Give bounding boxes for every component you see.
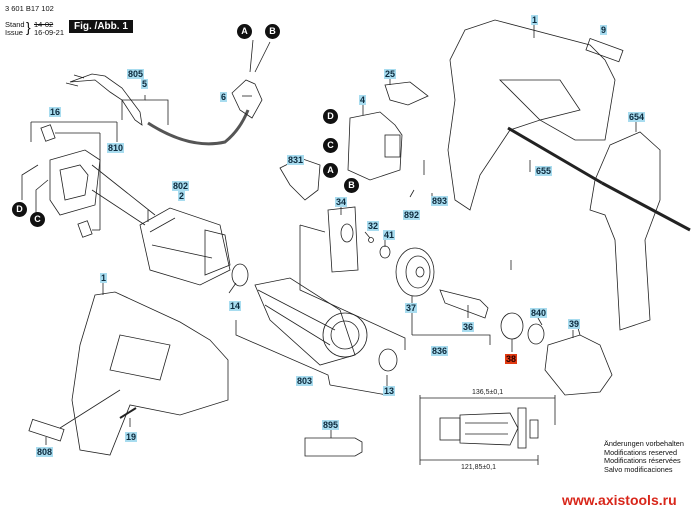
part-label-840[interactable]: 840 bbox=[530, 308, 548, 318]
part-label-6[interactable]: 6 bbox=[220, 92, 228, 102]
bearing-plate-drawing bbox=[299, 206, 406, 350]
part-label-654[interactable]: 654 bbox=[628, 112, 646, 122]
stand-value: 14-02 bbox=[34, 20, 54, 29]
dimension-overall-length: 136,5±0,1 bbox=[472, 389, 504, 396]
part-label-803[interactable]: 803 bbox=[296, 376, 314, 386]
part-label-893[interactable]: 893 bbox=[431, 196, 449, 206]
stand-label: Stand bbox=[5, 20, 25, 29]
part-label-34[interactable]: 34 bbox=[335, 197, 348, 207]
gear-drawing bbox=[395, 247, 491, 345]
ball-32-drawing bbox=[368, 237, 374, 243]
locking-ring-drawing bbox=[500, 312, 524, 340]
part-label-19[interactable]: 19 bbox=[125, 432, 138, 442]
part-label-32[interactable]: 32 bbox=[367, 221, 380, 231]
part-label-836[interactable]: 836 bbox=[431, 346, 449, 356]
spindle-drawing bbox=[439, 289, 489, 319]
switch-drawing bbox=[347, 101, 403, 181]
part-label-1-housing-left[interactable]: 1 bbox=[100, 273, 108, 283]
part-label-25[interactable]: 25 bbox=[384, 69, 397, 79]
field-stator-drawing bbox=[91, 164, 231, 286]
part-label-13[interactable]: 13 bbox=[383, 386, 396, 396]
part-label-2[interactable]: 2 bbox=[178, 191, 186, 201]
part-label-9[interactable]: 9 bbox=[600, 25, 608, 35]
switch-clip-drawing bbox=[384, 81, 429, 106]
connector-d-switch: D bbox=[323, 109, 338, 124]
washer-840-drawing bbox=[527, 323, 545, 345]
part-label-892[interactable]: 892 bbox=[403, 210, 421, 220]
connector-c-brush: C bbox=[30, 212, 45, 227]
part-label-38-highlighted[interactable]: 38 bbox=[505, 354, 518, 364]
issue-label: Issue bbox=[5, 28, 23, 37]
part-label-41[interactable]: 41 bbox=[383, 230, 396, 240]
part-label-36[interactable]: 36 bbox=[462, 322, 475, 332]
figure-label: Fig. /Abb. 1 bbox=[69, 20, 133, 33]
connector-b-switch: B bbox=[344, 178, 359, 193]
leader-lines bbox=[121, 75, 574, 338]
part-label-802[interactable]: 802 bbox=[172, 181, 190, 191]
dimension-body-length: 121,85±0,1 bbox=[461, 464, 496, 471]
part-label-37[interactable]: 37 bbox=[405, 303, 418, 313]
part-label-895[interactable]: 895 bbox=[322, 420, 340, 430]
part-label-16[interactable]: 16 bbox=[49, 107, 62, 117]
website-watermark[interactable]: www.axistools.ru bbox=[562, 492, 677, 508]
keyless-chuck-drawing bbox=[544, 327, 613, 396]
part-label-655[interactable]: 655 bbox=[535, 166, 553, 176]
connector-c-switch: C bbox=[323, 138, 338, 153]
issue-value: 16-09-21 bbox=[34, 28, 65, 37]
needle-bearing-41-drawing bbox=[379, 245, 391, 259]
armature-dimension-drawing bbox=[419, 395, 556, 465]
housing-half-left-drawing bbox=[28, 283, 229, 456]
housing-half-right-drawing bbox=[447, 19, 624, 211]
part-label-810[interactable]: 810 bbox=[107, 143, 125, 153]
note-en: Modifications reserved bbox=[604, 447, 678, 457]
part-label-5[interactable]: 5 bbox=[141, 79, 149, 89]
connector-a-switch: A bbox=[323, 163, 338, 178]
note-de: Änderungen vorbehalten bbox=[604, 439, 684, 448]
auxiliary-handle-drawing bbox=[507, 122, 691, 331]
grease-tube-drawing bbox=[304, 428, 363, 457]
part-label-805[interactable]: 805 bbox=[127, 69, 145, 79]
document-number: 3 601 B17 102 bbox=[5, 4, 54, 13]
bearing-14-drawing bbox=[231, 263, 249, 287]
armature-drawing bbox=[235, 277, 398, 396]
part-label-14[interactable]: 14 bbox=[229, 301, 242, 311]
brush-holder-drawing bbox=[21, 121, 118, 238]
connector-d-brush: D bbox=[12, 202, 27, 217]
modification-notes: Änderungen vorbehalten Modifications res… bbox=[604, 439, 684, 474]
part-label-808[interactable]: 808 bbox=[36, 447, 54, 457]
part-label-1-housing[interactable]: 1 bbox=[531, 15, 539, 25]
part-label-39[interactable]: 39 bbox=[568, 319, 581, 329]
brace-symbol: } bbox=[26, 19, 31, 35]
power-plug-cord-drawing bbox=[65, 39, 271, 146]
note-es: Salvo modificaciones bbox=[604, 464, 673, 474]
note-fr: Modifications réservées bbox=[604, 456, 681, 466]
part-label-4[interactable]: 4 bbox=[359, 95, 367, 105]
connector-b-cable: B bbox=[265, 24, 280, 39]
connector-a-cable: A bbox=[237, 24, 252, 39]
part-label-831[interactable]: 831 bbox=[287, 155, 305, 165]
